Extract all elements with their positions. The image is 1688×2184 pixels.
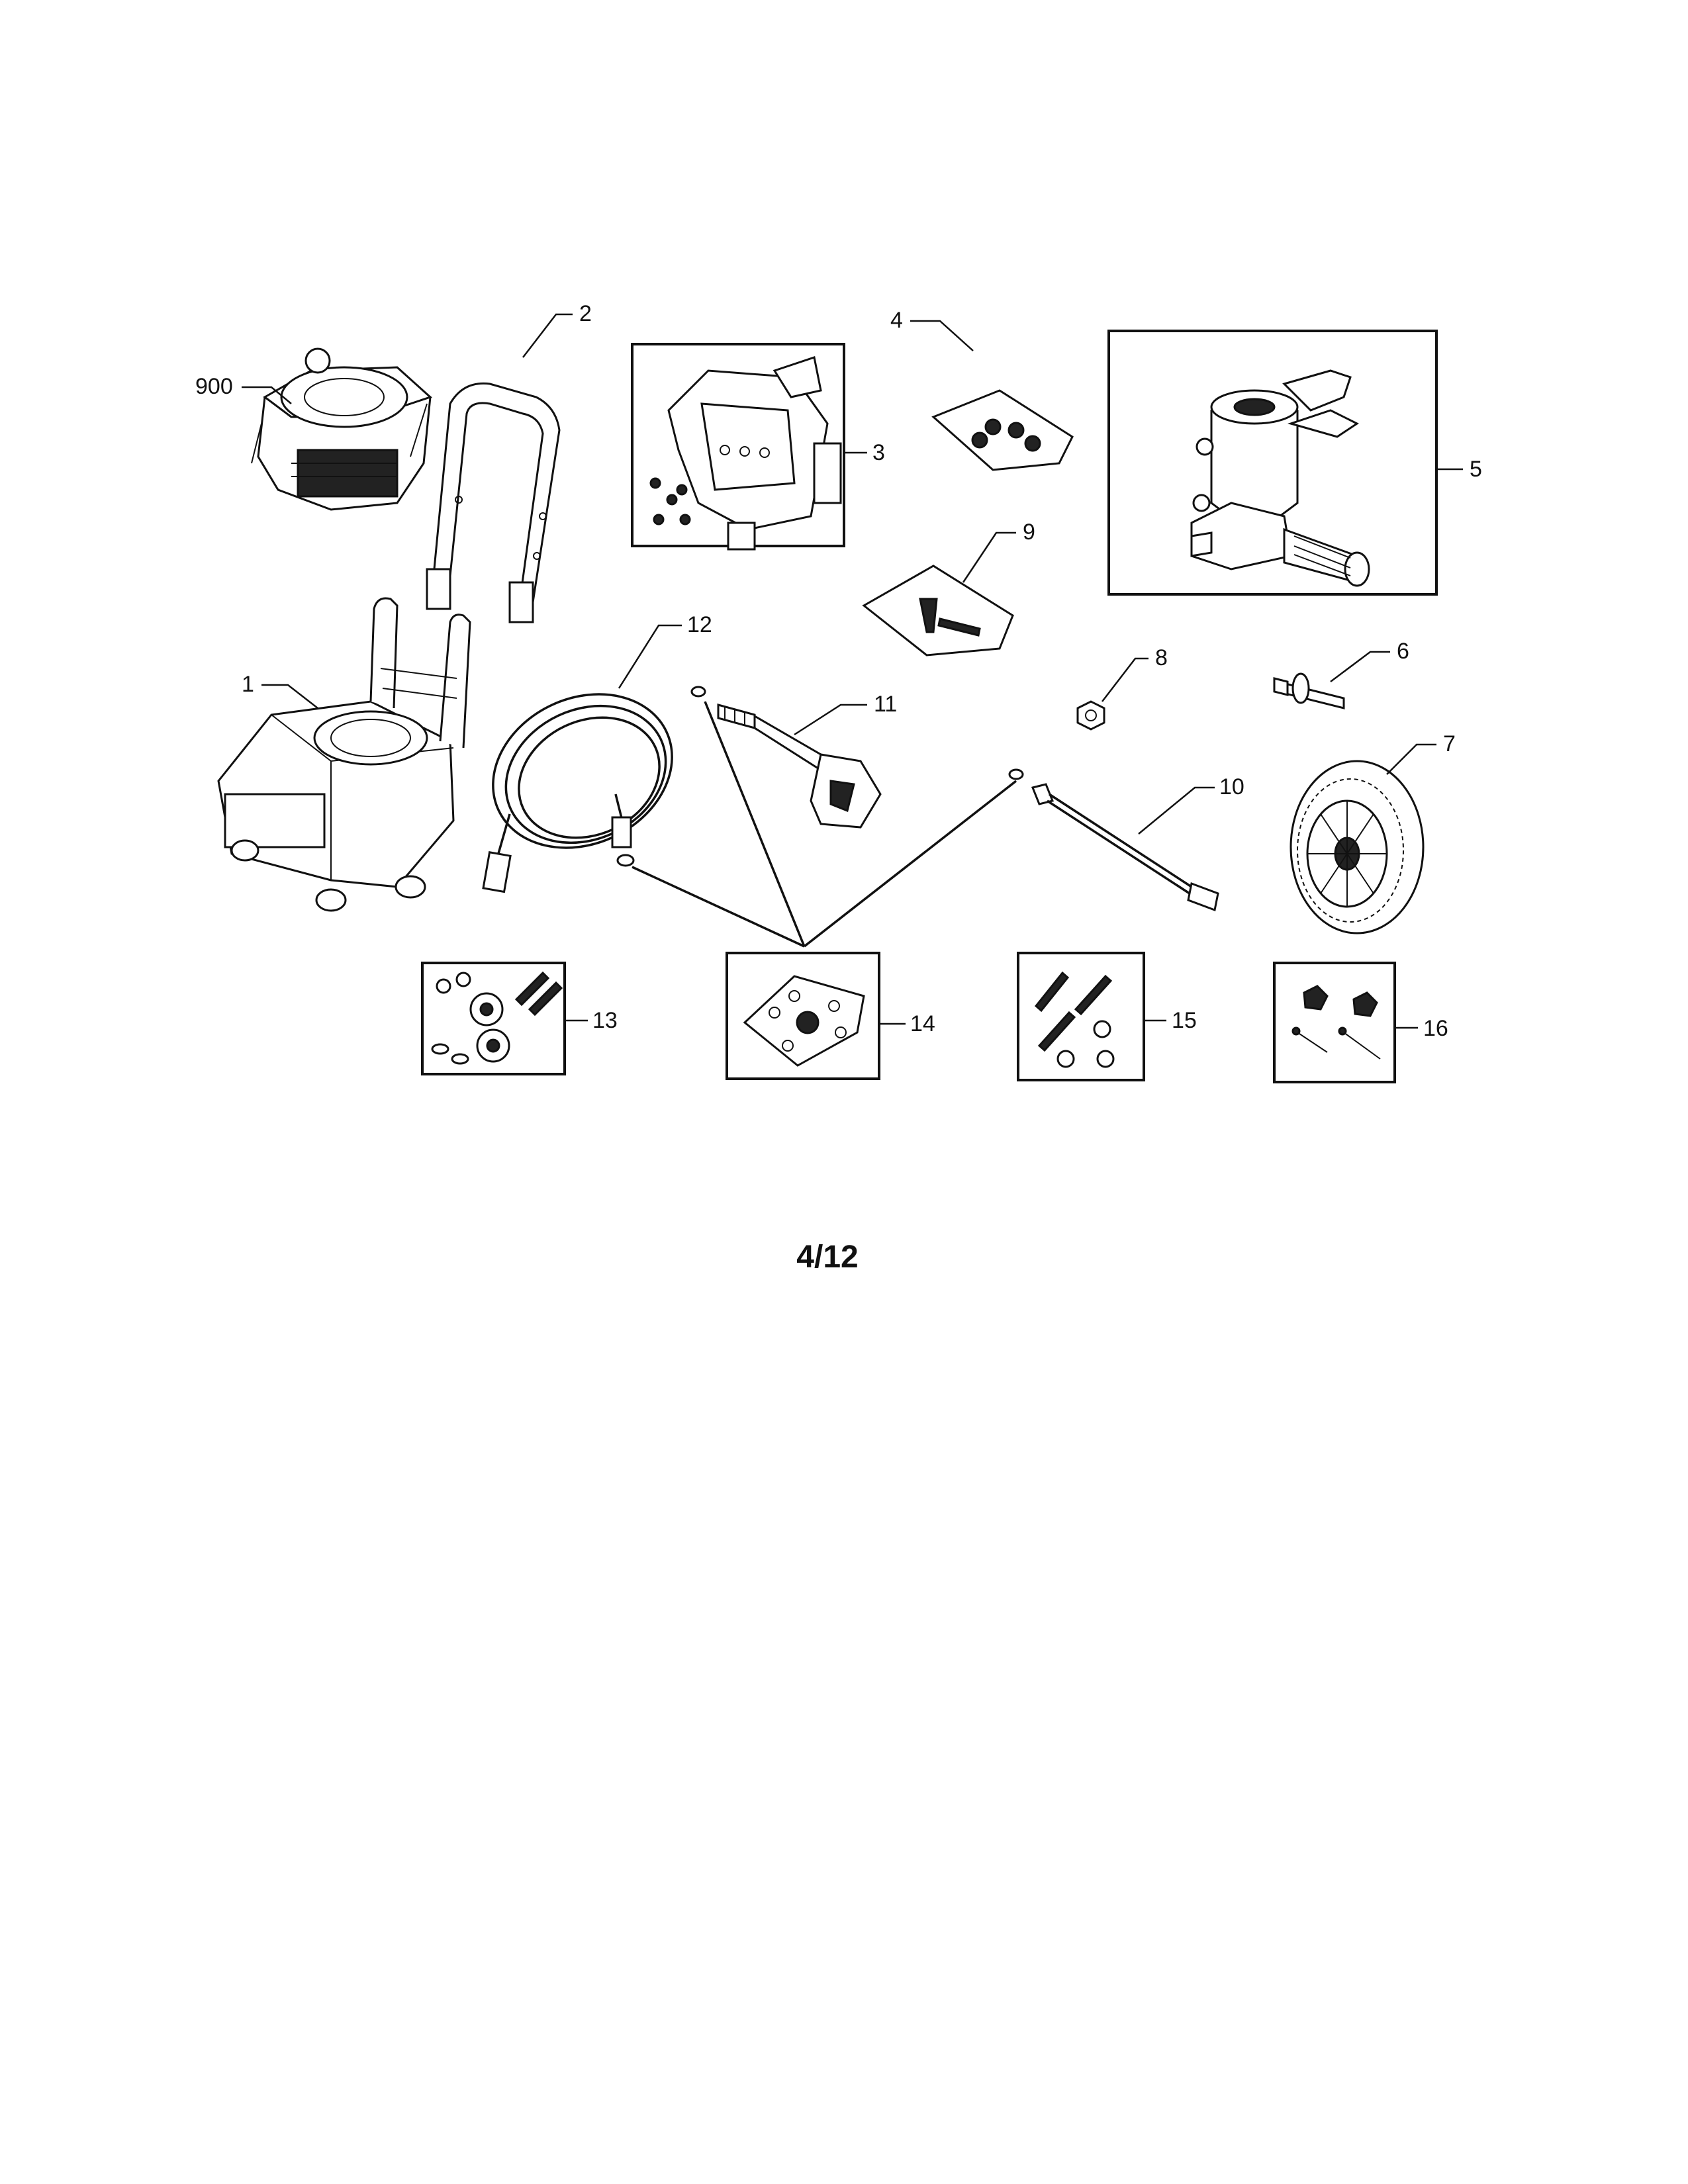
bag-part-9 [862, 565, 1014, 657]
callout-11: 11 [874, 692, 897, 717]
box-part-14 [726, 952, 880, 1080]
callout-16: 16 [1423, 1016, 1448, 1041]
callout-900: 900 [195, 374, 233, 399]
connector-lines [632, 701, 1017, 948]
box-part-16 [1273, 962, 1396, 1083]
callout-8: 8 [1155, 645, 1168, 670]
callout-10: 10 [1219, 774, 1244, 799]
box-part-5 [1107, 330, 1438, 596]
hose-part-12 [482, 693, 673, 893]
nut-part-8 [1076, 700, 1105, 731]
callout-7: 7 [1443, 731, 1456, 756]
page-number: 4/12 [796, 1240, 858, 1275]
screw-icon [649, 477, 691, 525]
box-part-13 [421, 962, 566, 1075]
bag-part-4 [931, 389, 1074, 471]
callout-14: 14 [910, 1011, 935, 1036]
callout-3: 3 [872, 440, 885, 465]
callout-2: 2 [579, 301, 592, 326]
callout-4: 4 [890, 308, 903, 333]
wheel-part-7 [1289, 760, 1425, 934]
callout-15: 15 [1172, 1008, 1197, 1033]
callout-6: 6 [1397, 639, 1409, 664]
plate-part-14 [743, 975, 865, 1067]
engine-part-900 [251, 347, 432, 511]
axle-part-6 [1273, 672, 1345, 709]
spray-gun-part-11 [690, 686, 882, 829]
pump-part-5 [1190, 369, 1370, 587]
callout-9: 9 [1023, 520, 1035, 545]
callout-12: 12 [687, 612, 712, 637]
bolts-part-15 [1034, 971, 1115, 1068]
callout-5: 5 [1470, 457, 1482, 482]
knobs-part-16 [1291, 985, 1381, 1060]
box-part-15 [1017, 952, 1145, 1081]
hardware-part-13 [431, 971, 563, 1065]
panel-part-3 [649, 356, 842, 551]
callout-13: 13 [592, 1008, 618, 1033]
handle-part-2 [426, 382, 561, 623]
wand-part-10 [1008, 768, 1219, 912]
frame-part-1 [217, 597, 471, 912]
callout-1: 1 [242, 672, 254, 697]
